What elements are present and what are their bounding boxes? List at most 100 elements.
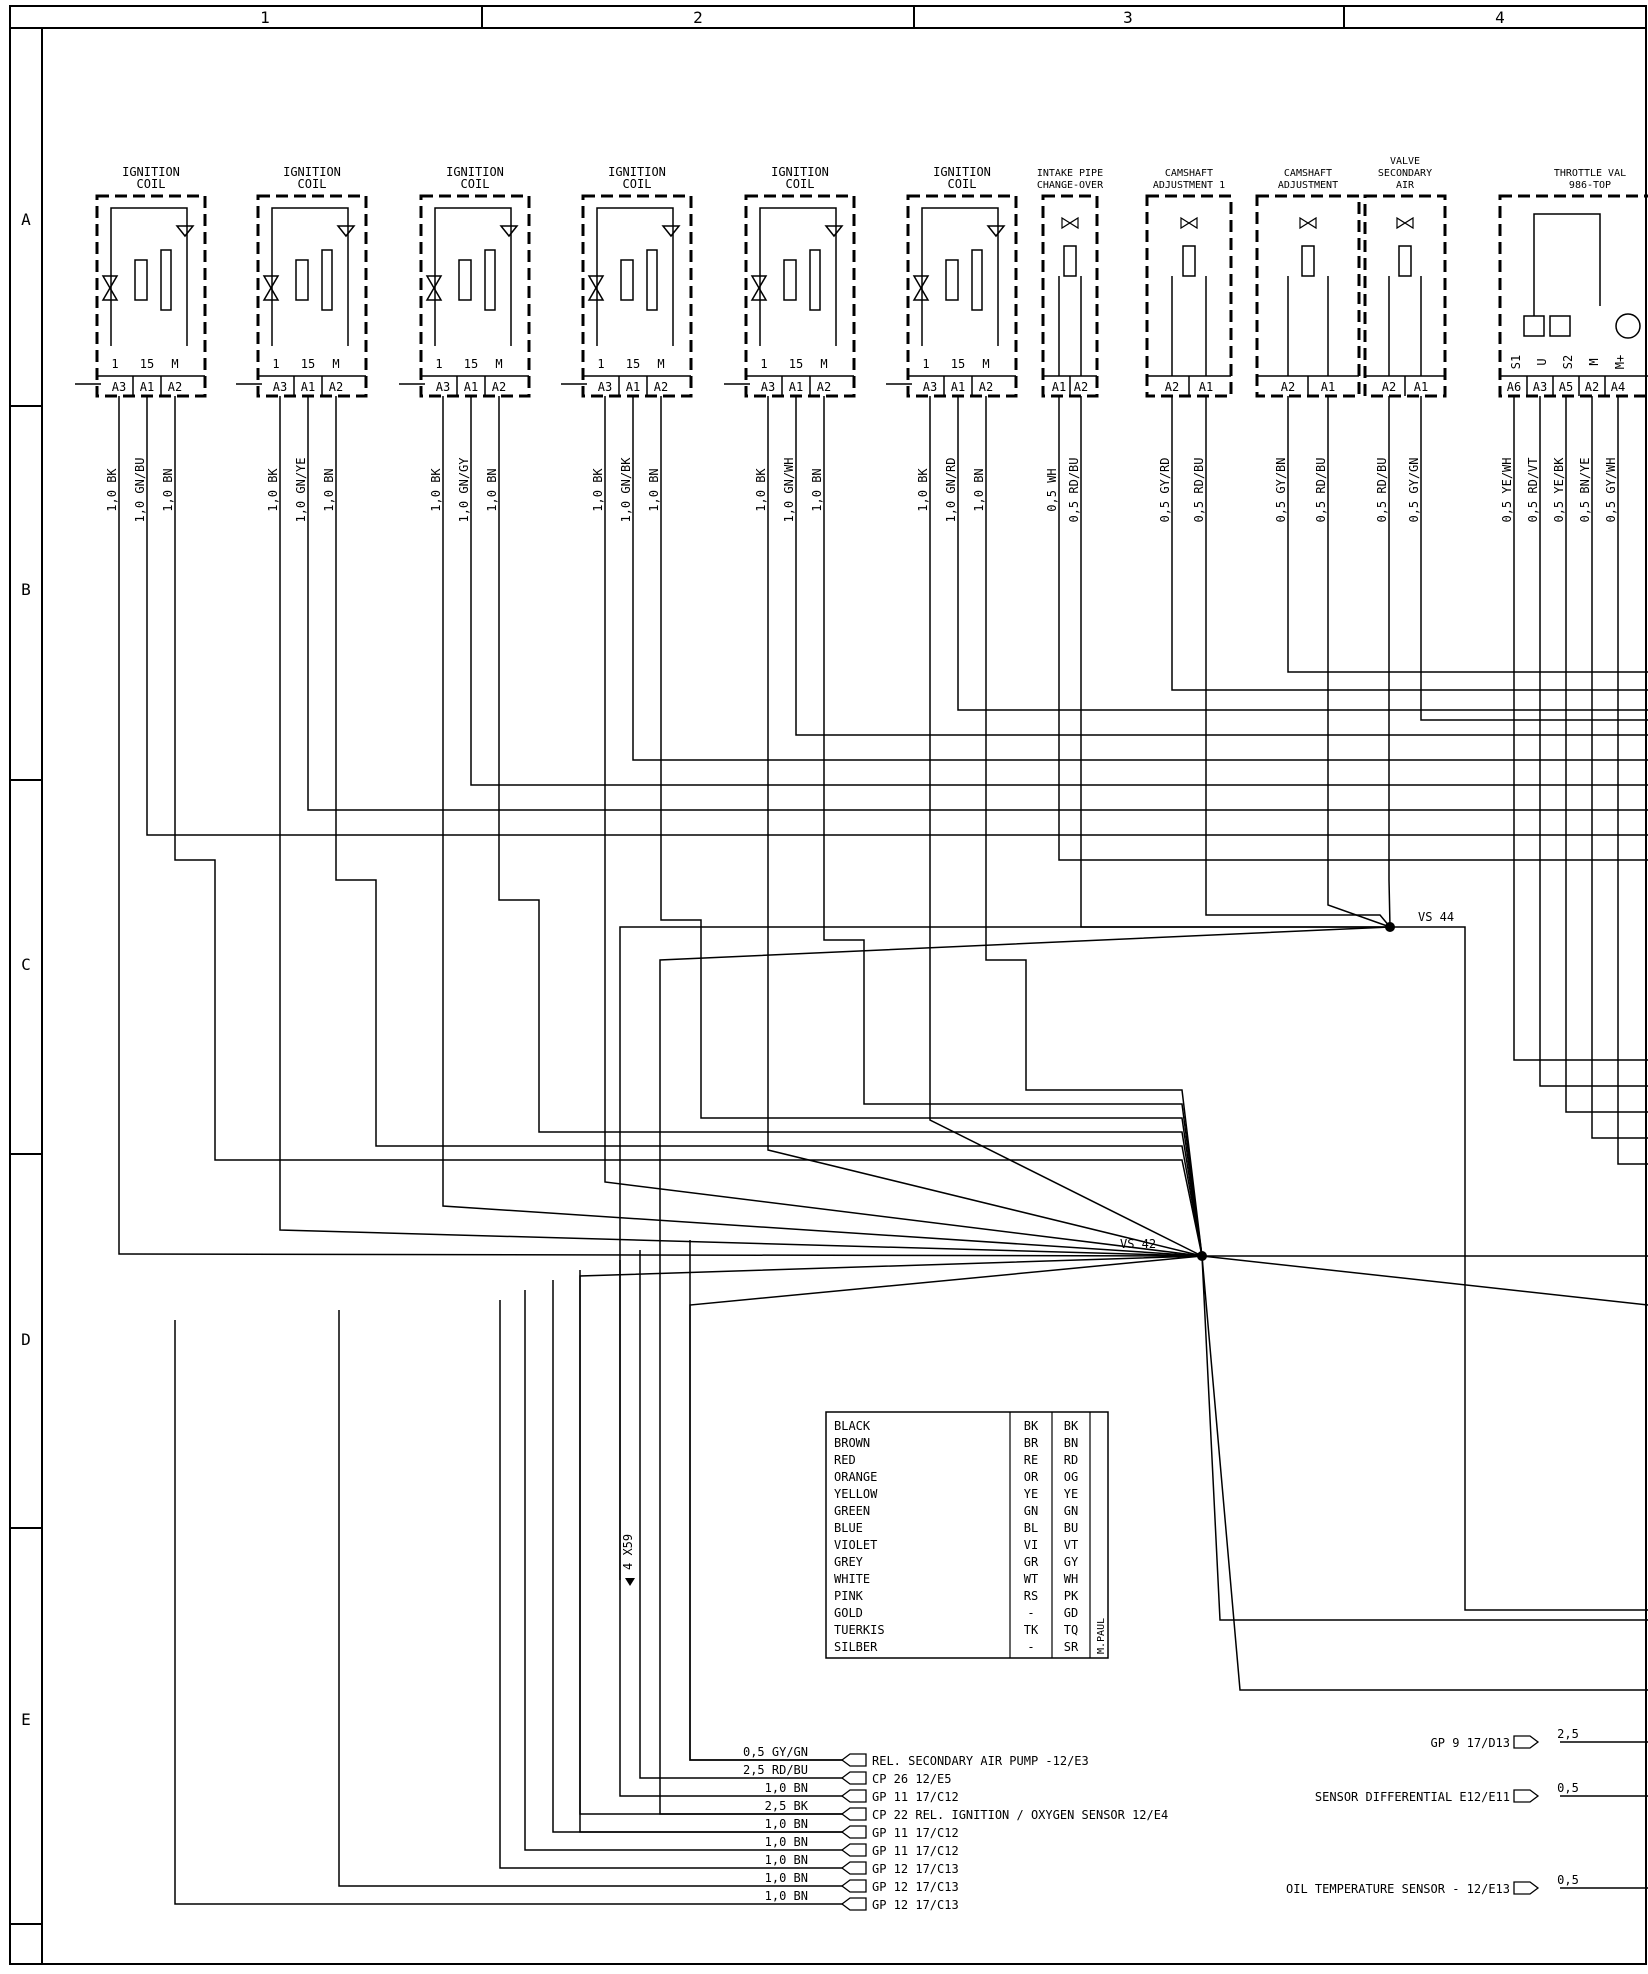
switch-icon — [101, 275, 119, 301]
pin-label: A1 — [140, 380, 154, 394]
pin-label: A2 — [329, 380, 343, 394]
wire-label: 0,5 — [1557, 1781, 1579, 1795]
pin-label: A2 — [817, 380, 831, 394]
grid-column-label: 4 — [1495, 8, 1505, 27]
legend-code: PK — [1064, 1589, 1079, 1603]
connector-target-label: CP 26 12/E5 — [872, 1772, 951, 1786]
wire-label: 0,5 GY/RD — [1158, 457, 1172, 522]
pin-label: A1 — [789, 380, 803, 394]
internal-pin-label: 1 — [272, 357, 279, 371]
legend-code: BN — [1064, 1436, 1078, 1450]
connector-target-label: GP 11 17/C12 — [872, 1844, 959, 1858]
component-title: IGNITION — [933, 165, 991, 179]
coil-circuit — [110, 207, 188, 346]
legend-code: TQ — [1064, 1623, 1078, 1637]
connector-icon — [840, 1843, 867, 1857]
component-title: ADJUSTMENT — [1278, 180, 1338, 191]
switch-icon — [262, 275, 280, 301]
wire-label: 0,5 WH — [1045, 468, 1059, 511]
wire — [639, 1250, 860, 1779]
valve-icon — [1299, 216, 1317, 230]
valve-icon — [1061, 216, 1079, 230]
wire — [442, 396, 1203, 1257]
pin-label: A1 — [626, 380, 640, 394]
splice-dot — [1197, 1251, 1207, 1261]
component-title: IGNITION — [446, 165, 504, 179]
connector-target-label: SENSOR DIFFERENTIAL E12/E11 — [1315, 1790, 1510, 1804]
switch-icon — [750, 275, 768, 301]
component-title: CHANGE-OVER — [1037, 180, 1104, 191]
wire — [1327, 396, 1391, 928]
pin-label: A6 — [1507, 380, 1521, 394]
internal-pin-label: M — [982, 357, 989, 371]
component-title: COIL — [137, 177, 166, 191]
coil-circuit — [759, 207, 837, 346]
resistor-symbol — [945, 259, 959, 301]
pin-label: A3 — [436, 380, 450, 394]
connector-icon — [840, 1753, 867, 1767]
component-title: SECONDARY — [1378, 168, 1432, 179]
wire — [174, 1320, 860, 1905]
connector-icon — [625, 1578, 635, 1586]
component-outline — [256, 194, 368, 398]
connector-target-label: GP 12 17/C13 — [872, 1862, 959, 1876]
wire — [307, 396, 1648, 811]
wire-label: 1,0 BN — [765, 1889, 808, 1903]
wire-label: 1,0 BK — [591, 468, 605, 512]
pin-label: A2 — [168, 380, 182, 394]
resistor-symbol — [783, 259, 797, 301]
wire-label: 1,0 BK — [916, 468, 930, 512]
connector-icon — [1513, 1735, 1540, 1749]
pin-label: A3 — [1533, 380, 1547, 394]
legend-code: BU — [1064, 1521, 1078, 1535]
wire — [929, 396, 1203, 1257]
sensor-symbol — [1523, 315, 1545, 337]
internal-pin-label: 15 — [789, 357, 803, 371]
internal-pin-label: 15 — [951, 357, 965, 371]
pin-label: A3 — [112, 380, 126, 394]
legend-color-name: BROWN — [834, 1436, 870, 1450]
wire — [767, 396, 1203, 1257]
wire — [1171, 396, 1648, 691]
coil-symbol — [484, 249, 496, 311]
wire — [1617, 396, 1648, 1165]
grid-row-label: C — [21, 955, 31, 974]
component-title: COIL — [298, 177, 327, 191]
pin-label: A3 — [923, 380, 937, 394]
component-title: IGNITION — [771, 165, 829, 179]
connector-icon — [840, 1861, 867, 1875]
valve-symbol — [1398, 245, 1412, 277]
internal-pin-label: 1 — [760, 357, 767, 371]
wire-label: 0,5 GY/WH — [1604, 457, 1618, 522]
coil-circuit — [271, 207, 349, 346]
connector-target-label: GP 11 17/C12 — [872, 1790, 959, 1804]
internal-pin-label: 15 — [140, 357, 154, 371]
wire — [470, 396, 1648, 786]
wire — [579, 1270, 860, 1815]
wire-label: 1,0 BK — [754, 468, 768, 512]
internal-pin-label: S2 — [1561, 355, 1575, 369]
connector-target-label: CP 22 REL. IGNITION / OXYGEN SENSOR 12/E… — [872, 1808, 1168, 1822]
component-outline — [744, 194, 856, 398]
wire — [1565, 396, 1648, 1113]
wire — [985, 396, 1203, 1257]
component-title: CAMSHAFT — [1284, 168, 1332, 179]
wire-label: 1,0 BK — [429, 468, 443, 512]
wire-label: 1,0 BN — [765, 1835, 808, 1849]
internal-pin-label: 1 — [435, 357, 442, 371]
component-outline — [581, 194, 693, 398]
wire — [1205, 396, 1391, 928]
wire-label: 1,0 GN/BU — [133, 457, 147, 522]
legend-code: - — [1027, 1606, 1034, 1620]
diode-icon — [499, 225, 519, 238]
internal-pin-label: 1 — [922, 357, 929, 371]
wire — [823, 396, 1203, 1257]
wire — [1539, 396, 1648, 1087]
wire-label: 1,0 BN — [810, 468, 824, 511]
wire-label: 1,0 GN/GY — [457, 457, 471, 523]
